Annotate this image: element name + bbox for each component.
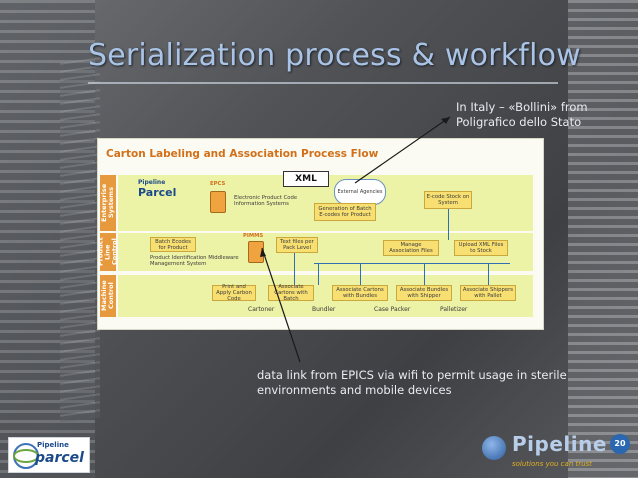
- associate-cartons-bundles-box: Associate Cartons with Bundles: [332, 285, 388, 301]
- building-left-decoration: [0, 0, 95, 478]
- flow-arrow-v3: [424, 263, 425, 285]
- note-bottom: data link from EPICS via wifi to permit …: [257, 368, 567, 397]
- building-right-decoration: [568, 0, 638, 478]
- diagram-title: Carton Labeling and Association Process …: [106, 148, 379, 160]
- product-identification-text: Product Identification Middleware Manage…: [150, 255, 239, 267]
- manage-association-box: Manage Association Files: [383, 240, 439, 256]
- station-cartoner: Cartoner: [248, 306, 275, 313]
- flow-arrow-ecode: [448, 209, 449, 240]
- flow-arrow-v2: [360, 263, 361, 285]
- anniversary-badge: 20: [610, 434, 630, 454]
- epcs-label: EPCS: [210, 181, 226, 187]
- parcel-logo-small: Pipeline Parcel: [138, 179, 176, 199]
- parcel-small-text: Parcel: [138, 186, 177, 199]
- print-apply-box: Print and Apply Carbon Code: [212, 284, 256, 302]
- callout-arrowhead-top: [441, 117, 450, 124]
- associate-cartons-batch-box: Associate Cartons with Batch: [268, 284, 314, 302]
- parcel-logo: Pipeline parcel: [8, 437, 90, 473]
- pipeline-small-text: Pipeline: [138, 179, 166, 186]
- note-top: In Italy – «Bollini» from Poligrafico de…: [456, 100, 588, 129]
- flow-arrow-textfiles: [294, 253, 295, 285]
- callout-line-top: [354, 116, 451, 184]
- process-flow-diagram: Carton Labeling and Association Process …: [97, 138, 544, 330]
- text-files-box: Text files per Pack Level: [276, 237, 318, 253]
- callout-arrowhead-bottom: [260, 248, 266, 257]
- flow-arrow-horizontal: [314, 263, 510, 264]
- epcs-server-icon: [210, 191, 226, 213]
- associate-shippers-pallet-box: Associate Shippers with Pallet: [460, 285, 516, 301]
- pipeline-logo-name: Pipeline: [512, 432, 607, 456]
- pipeline-logo-tagline: solutions you can trust: [512, 460, 592, 468]
- callout-line-bottom: [261, 247, 301, 363]
- flow-arrow-v4: [488, 263, 489, 285]
- xml-label: XML: [283, 171, 329, 187]
- station-case-packer: Case Packer: [374, 306, 411, 313]
- slide-title: Serialization process & workflow: [88, 38, 581, 73]
- pimms-label: PIMMS: [243, 233, 264, 239]
- electronic-product-text: Electronic Product Code Information Syst…: [234, 195, 298, 207]
- pipeline-logo: Pipeline solutions you can trust 20: [482, 432, 632, 476]
- parcel-logo-main: parcel: [35, 450, 84, 466]
- globe-icon: [482, 436, 506, 460]
- station-bundler: Bundler: [312, 306, 336, 313]
- station-palletizer: Palletizer: [440, 306, 468, 313]
- title-rule: [88, 82, 558, 84]
- atom-orbit-icon: [13, 449, 39, 463]
- ecode-stock-box: E-code Stock on System: [424, 191, 472, 209]
- upload-xml-box: Upload XML Files to Stock: [454, 240, 508, 256]
- associate-bundles-shipper-box: Associate Bundles with Shipper: [396, 285, 452, 301]
- generation-batch-box: Generation of Batch E-codes for Product: [314, 203, 376, 221]
- batch-ecodes-box: Batch Ecodes for Product: [150, 237, 196, 252]
- parcel-logo-top: Pipeline: [37, 441, 69, 449]
- flow-arrow-v1: [318, 263, 319, 285]
